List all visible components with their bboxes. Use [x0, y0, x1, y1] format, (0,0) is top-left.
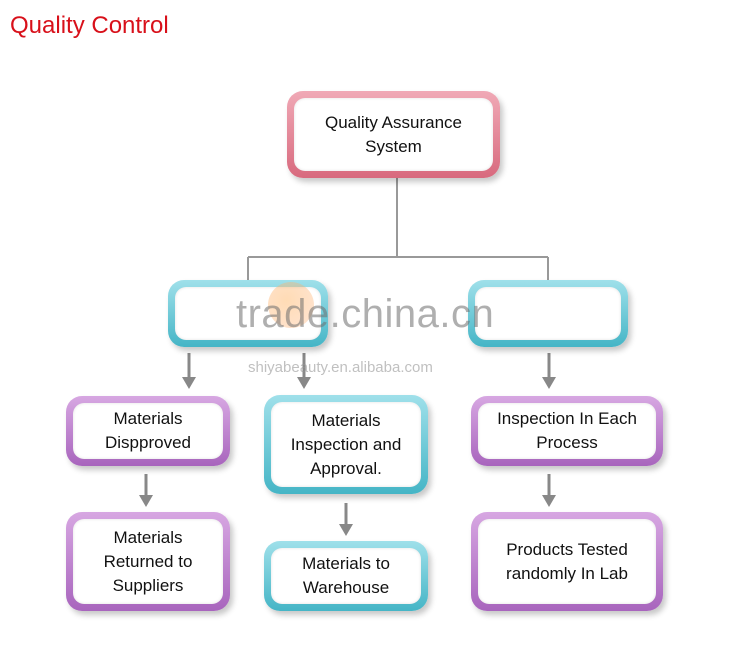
node-quality-assurance-system: Quality Assurance System [287, 91, 500, 178]
page-title: Quality Control [10, 12, 169, 39]
node-label: Materials Returned to Suppliers [73, 519, 223, 604]
node-label: Materials to Warehouse [271, 548, 421, 604]
arrowhead-to-warehouse [339, 524, 353, 536]
node-label: Products Tested randomly In Lab [478, 519, 656, 604]
node-right-group [468, 280, 628, 347]
arrowhead-to-disapproved [182, 377, 196, 389]
node-materials-returned: Materials Returned to Suppliers [66, 512, 230, 611]
watermark-logo [268, 282, 314, 328]
node-label: Inspection In Each Process [478, 403, 656, 459]
node-label: Quality Assurance System [294, 98, 493, 171]
node-products-tested: Products Tested randomly In Lab [471, 512, 663, 611]
node-label: Materials Inspection and Approval. [271, 402, 421, 487]
node-inspection-each-process: Inspection In Each Process [471, 396, 663, 466]
node-materials-disapproved: Materials Dispproved [66, 396, 230, 466]
watermark-main-text: trade.china.cn [236, 292, 495, 336]
watermark-sub-text: shiyabeauty.en.alibaba.com [248, 359, 433, 376]
arrowhead-to-each-process [542, 377, 556, 389]
arrowhead-to-inspection [297, 377, 311, 389]
node-label: Materials Dispproved [73, 403, 223, 459]
node-materials-warehouse: Materials to Warehouse [264, 541, 428, 611]
arrowhead-to-returned [139, 495, 153, 507]
arrowhead-to-products-tested [542, 495, 556, 507]
node-label [475, 287, 621, 340]
node-materials-inspection: Materials Inspection and Approval. [264, 395, 428, 494]
